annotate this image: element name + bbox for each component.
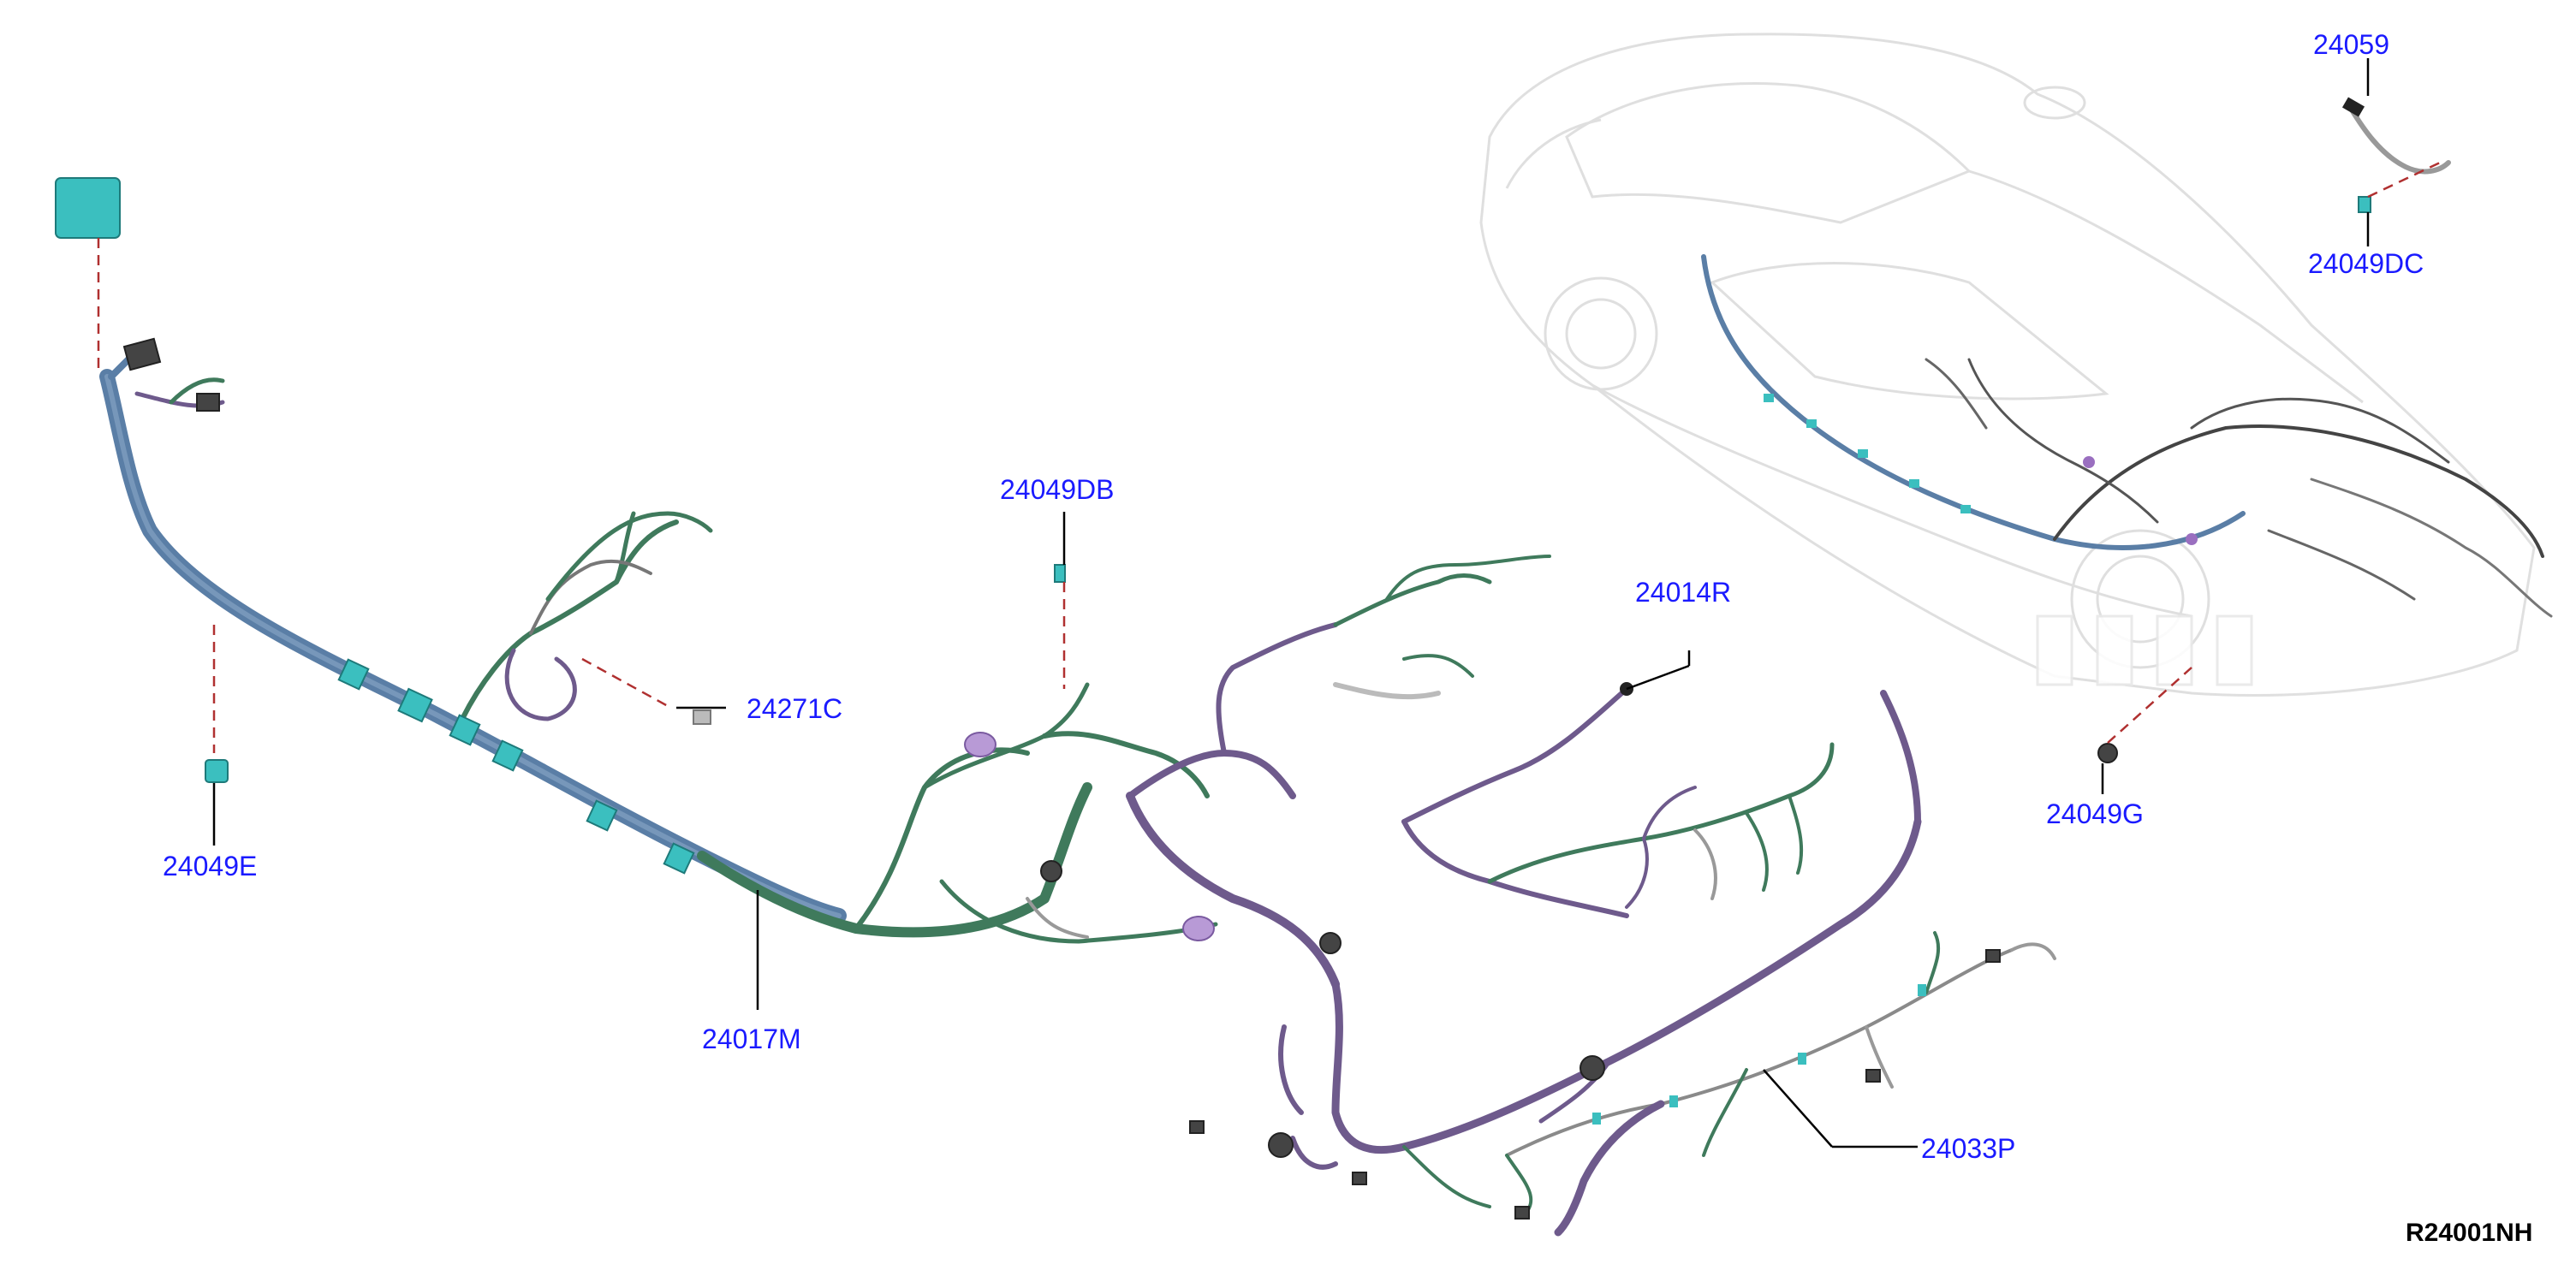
callout-24059: 24059 bbox=[2313, 29, 2389, 60]
part-24059-illustration bbox=[2341, 97, 2451, 213]
callout-24033P: 24033P bbox=[1921, 1133, 2016, 1164]
vehicle-harness-routing bbox=[1701, 254, 2553, 618]
drawing-reference-code: R24001NH bbox=[2406, 1219, 2533, 1247]
purple-grommets bbox=[964, 732, 1215, 941]
harness-24033P bbox=[1402, 931, 2056, 1237]
watermark-shape bbox=[2036, 614, 2253, 686]
harness-24014R bbox=[1401, 682, 1835, 918]
harness-clips bbox=[55, 177, 1066, 875]
callout-24049DC: 24049DC bbox=[2308, 248, 2424, 279]
callout-24049E: 24049E bbox=[163, 851, 258, 881]
leader-lines-solid bbox=[212, 58, 2370, 1148]
callout-24271C: 24271C bbox=[747, 693, 843, 724]
connectors-and-grommets bbox=[122, 337, 2118, 1220]
callout-24049G: 24049G bbox=[2046, 798, 2144, 829]
callout-24049DB: 24049DB bbox=[1000, 474, 1115, 505]
leader-lines-dashed bbox=[97, 161, 2441, 753]
vehicle-body-illustration bbox=[1479, 33, 2536, 697]
callout-24017M: 24017M bbox=[702, 1024, 801, 1054]
callout-24014R: 24014R bbox=[1635, 577, 1732, 608]
